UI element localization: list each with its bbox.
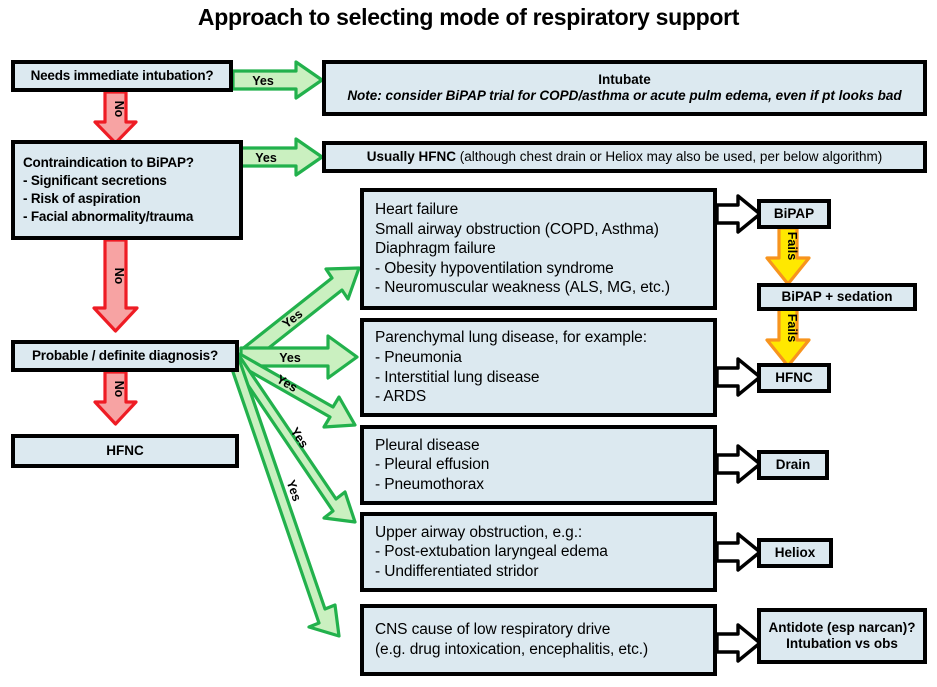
group-line: - Pneumothorax [375, 475, 484, 493]
group-line: Small airway obstruction (COPD, Asthma) [375, 220, 659, 238]
treatment-label: BiPAP + sedation [781, 288, 893, 304]
no-arrow-2 [92, 238, 139, 333]
decision-line: Needs immediate intubation? [30, 67, 214, 83]
no-label-1: No [112, 101, 126, 118]
connector-arrow-bipap [715, 194, 762, 234]
yes-label-1: Yes [252, 74, 274, 88]
decision-needs-intubation[interactable]: Needs immediate intubation? [11, 60, 233, 92]
banner-usually-hfnc[interactable]: Usually HFNC (although chest drain or He… [322, 141, 927, 173]
yes-label-fan-5: Yes [283, 478, 304, 503]
treatment-drain[interactable]: Drain [757, 450, 829, 480]
group-line: - Interstitial lung disease [375, 368, 540, 386]
yes-label-fan-4: Yes [287, 425, 311, 451]
group-line: - Undifferentiated stridor [375, 562, 539, 580]
group-upper-airway[interactable]: Upper airway obstruction, e.g.: - Post-e… [360, 512, 717, 592]
group-parenchymal[interactable]: Parenchymal lung disease, for example: -… [360, 318, 717, 417]
decision-line: Contraindication to BiPAP? [23, 154, 194, 170]
decision-contraindication-bipap[interactable]: Contraindication to BiPAP? - Significant… [11, 140, 243, 240]
decision-line: Probable / definite diagnosis? [31, 347, 219, 363]
treatment-label: BiPAP [773, 205, 815, 221]
yes-arrow-fan-1 [239, 266, 361, 364]
yes-label-fan-2: Yes [279, 351, 301, 365]
yes-arrow-fan-5 [231, 357, 341, 638]
treatment-label: Antidote (esp narcan)? [768, 619, 916, 635]
no-arrow-1 [93, 90, 138, 145]
group-line: - Post-extubation laryngeal edema [375, 543, 608, 561]
yes-label-fan-3: Yes [274, 372, 300, 395]
group-line: (e.g. drug intoxication, encephalitis, e… [375, 641, 649, 658]
group-cardiac-airway-diaphragm[interactable]: Heart failure Small airway obstruction (… [360, 188, 717, 310]
yes-arrow-fan-2 [239, 334, 359, 380]
group-line: Upper airway obstruction, e.g.: [375, 523, 583, 541]
group-line: CNS cause of low respiratory drive [375, 621, 611, 639]
fails-arrow-2 [765, 307, 811, 368]
decision-probable-diagnosis[interactable]: Probable / definite diagnosis? [11, 340, 239, 372]
banner-note: Note: consider BiPAP trial for COPD/asth… [347, 88, 902, 103]
treatment-label: Drain [775, 456, 811, 472]
group-line: - Neuromuscular weakness (ALS, MG, etc.) [375, 279, 670, 297]
yes-arrow-fan-4 [235, 355, 357, 524]
treatment-label: HFNC [775, 369, 813, 385]
treatment-label: Heliox [774, 544, 816, 560]
fails-arrow-1 [765, 226, 811, 286]
no-arrow-3 [93, 370, 138, 426]
group-line: - Pneumonia [375, 348, 462, 366]
banner-title: Intubate [598, 71, 651, 87]
banner-intubate[interactable]: Intubate Note: consider BiPAP trial for … [322, 60, 927, 116]
group-line: Pleural disease [375, 436, 480, 454]
outcome-label: HFNC [106, 442, 144, 458]
treatment-hfnc-right[interactable]: HFNC [757, 363, 831, 393]
yes-label-fan-1: Yes [280, 307, 306, 331]
connector-arrow-drain [715, 444, 762, 484]
connector-arrow-hfnc [715, 357, 762, 397]
page-title: Approach to selecting mode of respirator… [197, 4, 740, 30]
group-cns[interactable]: CNS cause of low respiratory drive (e.g.… [360, 604, 717, 676]
banner-text: Usually HFNC (although chest drain or He… [334, 149, 915, 165]
treatment-label: Intubation vs obs [786, 636, 898, 651]
group-line: - Pleural effusion [375, 456, 490, 474]
yes-arrow-usually-hfnc [236, 137, 324, 177]
decision-line: - Risk of aspiration [23, 191, 141, 206]
group-line: Heart failure [375, 201, 459, 219]
banner-text-bold: Usually HFNC [366, 148, 457, 164]
decision-line: - Significant secretions [23, 172, 167, 188]
connector-arrow-heliox [715, 532, 762, 572]
yes-arrow-fan-3 [235, 352, 357, 429]
group-line: Diaphragm failure [375, 240, 496, 258]
yes-label-2: Yes [255, 151, 277, 165]
group-line: - ARDS [375, 388, 427, 406]
no-label-3: No [112, 381, 126, 398]
yes-arrow-intubate [231, 60, 324, 100]
no-label-2: No [112, 268, 126, 285]
fails-label-2: Fails [785, 314, 799, 343]
treatment-heliox[interactable]: Heliox [757, 538, 833, 568]
treatment-bipap-sedation[interactable]: BiPAP + sedation [757, 283, 917, 311]
treatment-antidote[interactable]: Antidote (esp narcan)? Intubation vs obs [757, 608, 927, 664]
group-line: Parenchymal lung disease, for example: [375, 329, 647, 347]
group-line: - Obesity hypoventilation syndrome [375, 259, 614, 277]
banner-text-rest: (although chest drain or Heliox may also… [456, 148, 883, 164]
treatment-bipap[interactable]: BiPAP [757, 199, 831, 229]
group-pleural[interactable]: Pleural disease - Pleural effusion - Pne… [360, 425, 717, 505]
outcome-hfnc-left[interactable]: HFNC [11, 434, 239, 468]
fails-label-1: Fails [785, 232, 799, 261]
connector-arrow-antidote [715, 623, 762, 663]
decision-line: - Facial abnormality/trauma [23, 209, 194, 225]
